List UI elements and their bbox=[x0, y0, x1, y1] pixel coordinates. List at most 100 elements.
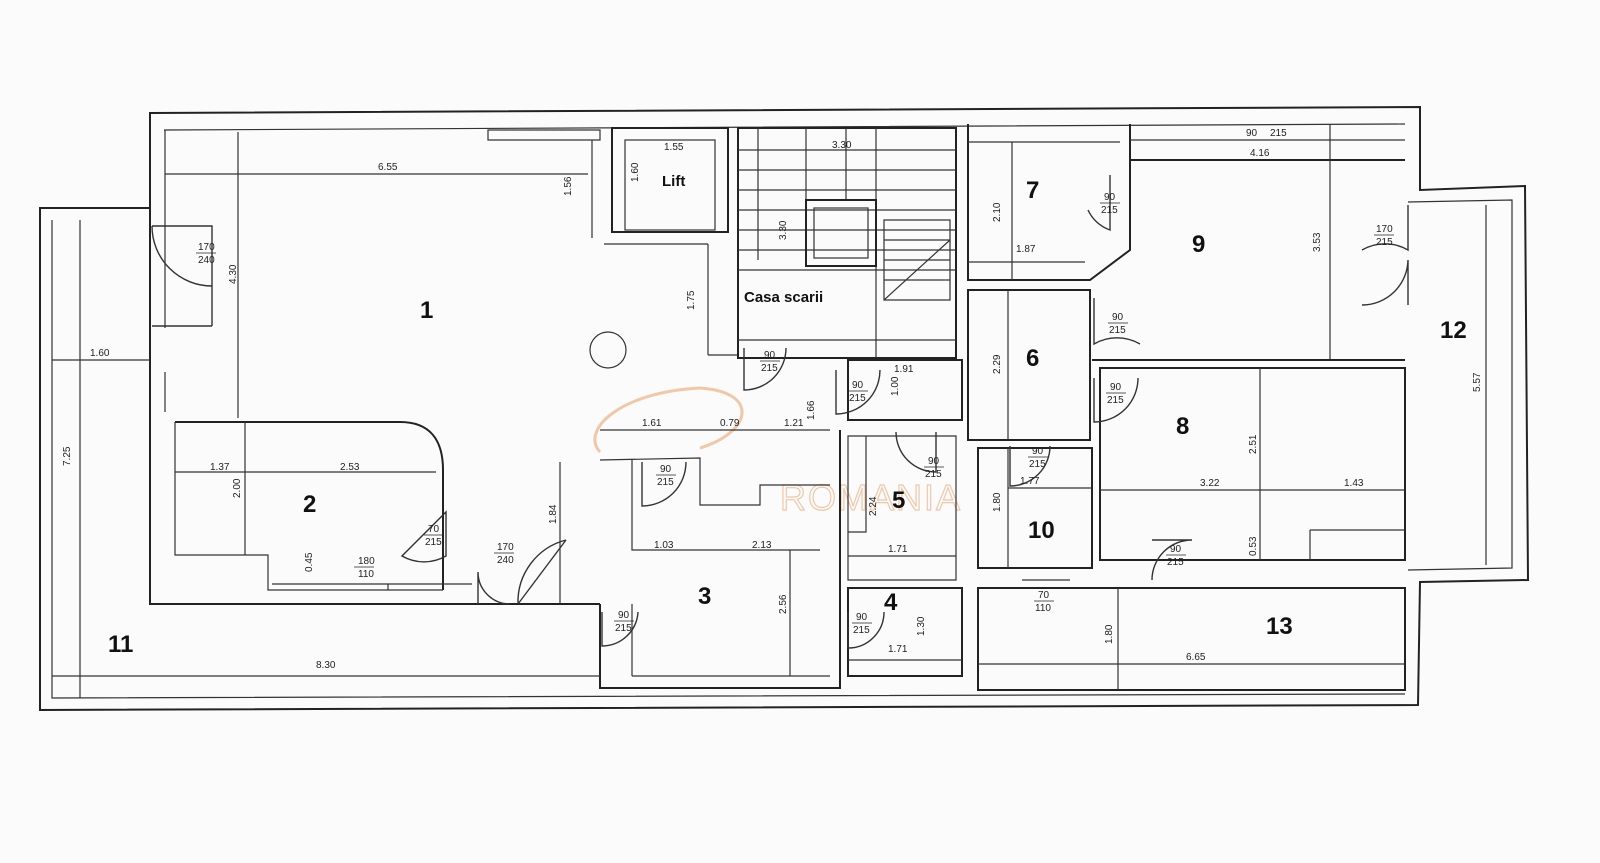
svg-text:90: 90 bbox=[1110, 382, 1122, 393]
dimension-label: 0.45 bbox=[304, 552, 315, 572]
dimension-label: 1.80 bbox=[992, 492, 1003, 512]
room-label-10: 10 bbox=[1028, 517, 1055, 544]
room-label-7: 7 bbox=[1026, 177, 1039, 204]
room-label-5: 5 bbox=[892, 487, 905, 514]
room-label-12: 12 bbox=[1440, 317, 1467, 344]
door-label: 90 215 bbox=[1106, 382, 1126, 406]
svg-text:110: 110 bbox=[358, 569, 374, 580]
door-label: 90 215 bbox=[614, 610, 634, 634]
svg-text:90: 90 bbox=[852, 380, 864, 391]
door-label: 90 215 bbox=[1246, 128, 1287, 139]
svg-text:90: 90 bbox=[764, 350, 776, 361]
svg-text:215: 215 bbox=[1109, 325, 1126, 336]
dimension-label: 1.60 bbox=[90, 348, 110, 359]
room-label-8: 8 bbox=[1176, 413, 1189, 440]
dimension-label: 1.21 bbox=[784, 418, 804, 429]
svg-text:215: 215 bbox=[849, 393, 866, 404]
watermark: ROMANIA bbox=[593, 386, 962, 519]
door-label: 90 215 bbox=[852, 612, 872, 636]
dimension-label: 0.79 bbox=[720, 418, 740, 429]
svg-text:215: 215 bbox=[925, 469, 942, 480]
door-label: 170 240 bbox=[196, 242, 216, 266]
svg-text:90: 90 bbox=[928, 456, 940, 467]
watermark-text: ROMANIA bbox=[780, 477, 962, 518]
dimension-label: 1.87 bbox=[1016, 244, 1036, 255]
walls bbox=[39, 105, 1530, 712]
door-label: 90 215 bbox=[848, 380, 868, 404]
room-label-4: 4 bbox=[884, 589, 898, 616]
dimension-label: 1.61 bbox=[642, 418, 662, 429]
dimension-label: 1.84 bbox=[548, 504, 559, 524]
dimension-label: 0.53 bbox=[1248, 536, 1259, 556]
dimension-label: 7.25 bbox=[62, 446, 73, 466]
svg-text:70: 70 bbox=[1038, 590, 1050, 601]
dimension-label: 1.75 bbox=[686, 290, 697, 310]
svg-text:215: 215 bbox=[1107, 395, 1124, 406]
svg-text:170: 170 bbox=[1376, 224, 1393, 235]
dimension-label: 3.30 bbox=[832, 140, 852, 151]
svg-text:215: 215 bbox=[761, 363, 778, 374]
room-label-stair: Casa scarii bbox=[744, 289, 823, 306]
svg-text:90: 90 bbox=[1104, 192, 1116, 203]
dimension-label: 6.55 bbox=[378, 162, 398, 173]
svg-text:215: 215 bbox=[425, 537, 442, 548]
dimension-label: 2.53 bbox=[340, 462, 360, 473]
dimension-label: 8.30 bbox=[316, 660, 336, 671]
door-label: 70 110 bbox=[1034, 590, 1054, 614]
svg-text:90: 90 bbox=[1246, 128, 1258, 139]
svg-text:90: 90 bbox=[856, 612, 868, 623]
door-label: 90 215 bbox=[924, 456, 944, 480]
room-label-2: 2 bbox=[303, 491, 316, 518]
svg-text:240: 240 bbox=[497, 555, 514, 566]
svg-text:70: 70 bbox=[428, 524, 440, 535]
dimension-label: 1.43 bbox=[1344, 478, 1364, 489]
dimension-label: 4.16 bbox=[1250, 148, 1270, 159]
dimension-label: 1.55 bbox=[664, 142, 684, 153]
svg-text:215: 215 bbox=[1167, 557, 1184, 568]
dimension-label: 5.57 bbox=[1472, 372, 1483, 392]
svg-text:215: 215 bbox=[615, 623, 632, 634]
door-label: 180 110 bbox=[354, 556, 375, 580]
svg-text:180: 180 bbox=[358, 556, 375, 567]
door-label: 90 215 bbox=[760, 350, 780, 374]
door-label: 90 215 bbox=[1108, 312, 1128, 336]
svg-text:90: 90 bbox=[1170, 544, 1182, 555]
dimension-label: 2.29 bbox=[992, 354, 1003, 374]
svg-text:215: 215 bbox=[1376, 237, 1393, 248]
dimension-label: 1.66 bbox=[806, 400, 817, 420]
door-swings bbox=[151, 175, 1409, 649]
room-label-3: 3 bbox=[698, 583, 711, 610]
svg-text:90: 90 bbox=[660, 464, 672, 475]
door-label: 170 240 bbox=[494, 542, 514, 566]
door-label: 90 215 bbox=[1028, 446, 1048, 470]
svg-text:240: 240 bbox=[198, 255, 215, 266]
dimension-label: 2.00 bbox=[232, 478, 243, 498]
room-label-11: 11 bbox=[108, 631, 133, 658]
room-label-9: 9 bbox=[1192, 231, 1205, 258]
dimension-label: 4.30 bbox=[228, 264, 239, 284]
dimension-label: 1.30 bbox=[916, 616, 927, 636]
dimension-label: 3.53 bbox=[1312, 232, 1323, 252]
dimension-label: 1.71 bbox=[888, 544, 908, 555]
svg-text:110: 110 bbox=[1035, 603, 1051, 614]
dimension-label: 2.13 bbox=[752, 540, 772, 551]
dimension-label: 1.00 bbox=[890, 376, 901, 396]
svg-text:170: 170 bbox=[198, 242, 215, 253]
room-label-lift: Lift bbox=[662, 173, 685, 190]
door-label: 90 215 bbox=[1166, 544, 1186, 568]
room-label-13: 13 bbox=[1266, 613, 1293, 640]
dimension-label: 1.77 bbox=[1020, 476, 1040, 487]
door-labels: 170 240 70 215 180 110 170 240 90 215 90… bbox=[196, 128, 1394, 636]
room-label-6: 6 bbox=[1026, 345, 1039, 372]
door-label: 70 215 bbox=[424, 524, 444, 548]
dimension-label: 2.56 bbox=[778, 594, 789, 614]
dimension-label: 3.22 bbox=[1200, 478, 1220, 489]
dimensions: 6.55 4.30 1.56 1.75 1.60 7.25 8.30 1.37 … bbox=[62, 140, 1483, 671]
door-label: 170 215 bbox=[1374, 224, 1394, 248]
svg-text:90: 90 bbox=[1112, 312, 1124, 323]
dimension-label: 1.56 bbox=[563, 176, 574, 196]
svg-text:215: 215 bbox=[657, 477, 674, 488]
dimension-label: 1.71 bbox=[888, 644, 908, 655]
svg-text:215: 215 bbox=[853, 625, 870, 636]
